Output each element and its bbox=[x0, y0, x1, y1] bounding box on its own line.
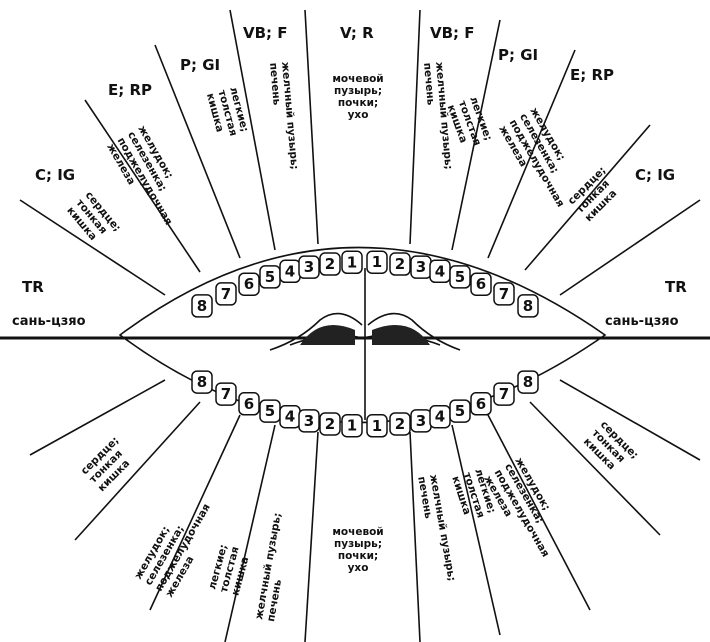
lower-tooth-number: 2 bbox=[395, 415, 405, 433]
organ-heart-bottom-left: сердце;тонкаякишка bbox=[79, 434, 139, 494]
lower-tooth-number: 3 bbox=[304, 412, 314, 430]
upper-tooth-number: 4 bbox=[285, 262, 295, 280]
upper-tooth-number: 5 bbox=[265, 268, 275, 286]
organ-bladder-top-line: пузырь; bbox=[334, 85, 382, 97]
lower-tooth-number: 3 bbox=[416, 412, 426, 430]
organ-gallbladder-top-left-line: желчный пузырь; bbox=[279, 61, 300, 170]
organ-bladder-bottom-line: почки; bbox=[338, 550, 378, 562]
organ-heart-bottom-right: сердце;тонкаякишка bbox=[581, 419, 641, 479]
lower-tooth-number: 1 bbox=[347, 417, 357, 435]
upper-tooth-number: 3 bbox=[416, 258, 426, 276]
mouth-outline bbox=[120, 248, 605, 423]
label-vb-f-right: VB; F bbox=[430, 24, 475, 42]
organ-bladder-bottom-line: пузырь; bbox=[334, 538, 382, 550]
organ-heart-top-left: сердце;тонкаякишка bbox=[64, 189, 123, 249]
label-c-ig-left: C; IG bbox=[35, 166, 75, 184]
label-meridian-right: сань-цзяо bbox=[605, 314, 679, 329]
upper-tooth-number: 2 bbox=[395, 255, 405, 273]
label-v-r: V; R bbox=[340, 24, 374, 42]
lower-tooth-number: 8 bbox=[197, 373, 207, 391]
label-p-gi-right: P; GI bbox=[498, 46, 538, 64]
organ-bladder-bottom-line: мочевой bbox=[332, 526, 383, 538]
label-tr-right: TR bbox=[665, 278, 687, 296]
organ-gallbladder-bottom-right: желчный пузырь;печень bbox=[415, 473, 457, 584]
upper-tooth-number: 6 bbox=[244, 275, 254, 293]
upper-tooth-number: 2 bbox=[325, 255, 335, 273]
label-e-rp-left: E; RP bbox=[108, 81, 152, 99]
lower-tooth-number: 1 bbox=[372, 417, 382, 435]
label-c-ig-right: C; IG bbox=[635, 166, 675, 184]
organ-lungs-top-left: легкие;толстаякишка bbox=[204, 86, 251, 141]
upper-tooth-number: 1 bbox=[347, 253, 357, 271]
label-p-gi-left: P; GI bbox=[180, 56, 220, 74]
organ-heart-top-right: сердце;тонкаякишка bbox=[566, 164, 626, 224]
organ-gallbladder-top-right-line: печень bbox=[421, 62, 437, 106]
organ-bladder-bottom-line: ухо bbox=[348, 562, 369, 574]
lower-tooth-number: 7 bbox=[221, 385, 231, 403]
lower-tooth-number: 8 bbox=[523, 373, 533, 391]
upper-tooth-number: 4 bbox=[435, 262, 445, 280]
upper-tooth-number: 6 bbox=[476, 275, 486, 293]
label-vb-f-left: VB; F bbox=[243, 24, 288, 42]
upper-tooth-number: 1 bbox=[372, 253, 382, 271]
lower-tooth-number: 4 bbox=[435, 408, 445, 426]
label-tr-left: TR bbox=[22, 278, 44, 296]
lower-tooth-number: 7 bbox=[499, 385, 509, 403]
lower-tooth-number: 2 bbox=[325, 415, 335, 433]
upper-tooth-number: 8 bbox=[523, 297, 533, 315]
upper-tooth-number: 3 bbox=[304, 258, 314, 276]
organ-bladder-top-line: мочевой bbox=[332, 73, 383, 85]
organ-bladder-top-line: почки; bbox=[338, 97, 378, 109]
lower-tooth-number: 4 bbox=[285, 408, 295, 426]
organ-gallbladder-top-left: желчный пузырь;печень bbox=[267, 61, 300, 171]
lower-tooth-number: 5 bbox=[265, 402, 275, 420]
organ-gallbladder-bottom-left: желчный пузырь;печень bbox=[253, 512, 295, 623]
organ-gallbladder-top-left-line: печень bbox=[267, 62, 283, 106]
lower-tooth-number: 5 bbox=[455, 402, 465, 420]
organ-stomach-top-left: желудок;селезенка;поджелудочнаяжелеза bbox=[104, 124, 195, 234]
lower-tooth-number: 6 bbox=[244, 395, 254, 413]
upper-tooth-number: 8 bbox=[197, 297, 207, 315]
upper-tooth-number: 7 bbox=[221, 285, 231, 303]
label-e-rp-right: E; RP bbox=[570, 66, 614, 84]
organ-bladder-top-line: ухо bbox=[348, 109, 369, 121]
label-meridian-left: сань-цзяо bbox=[12, 314, 86, 329]
lower-tooth-number: 6 bbox=[476, 395, 486, 413]
upper-tooth-number: 5 bbox=[455, 268, 465, 286]
upper-tooth-number: 7 bbox=[499, 285, 509, 303]
